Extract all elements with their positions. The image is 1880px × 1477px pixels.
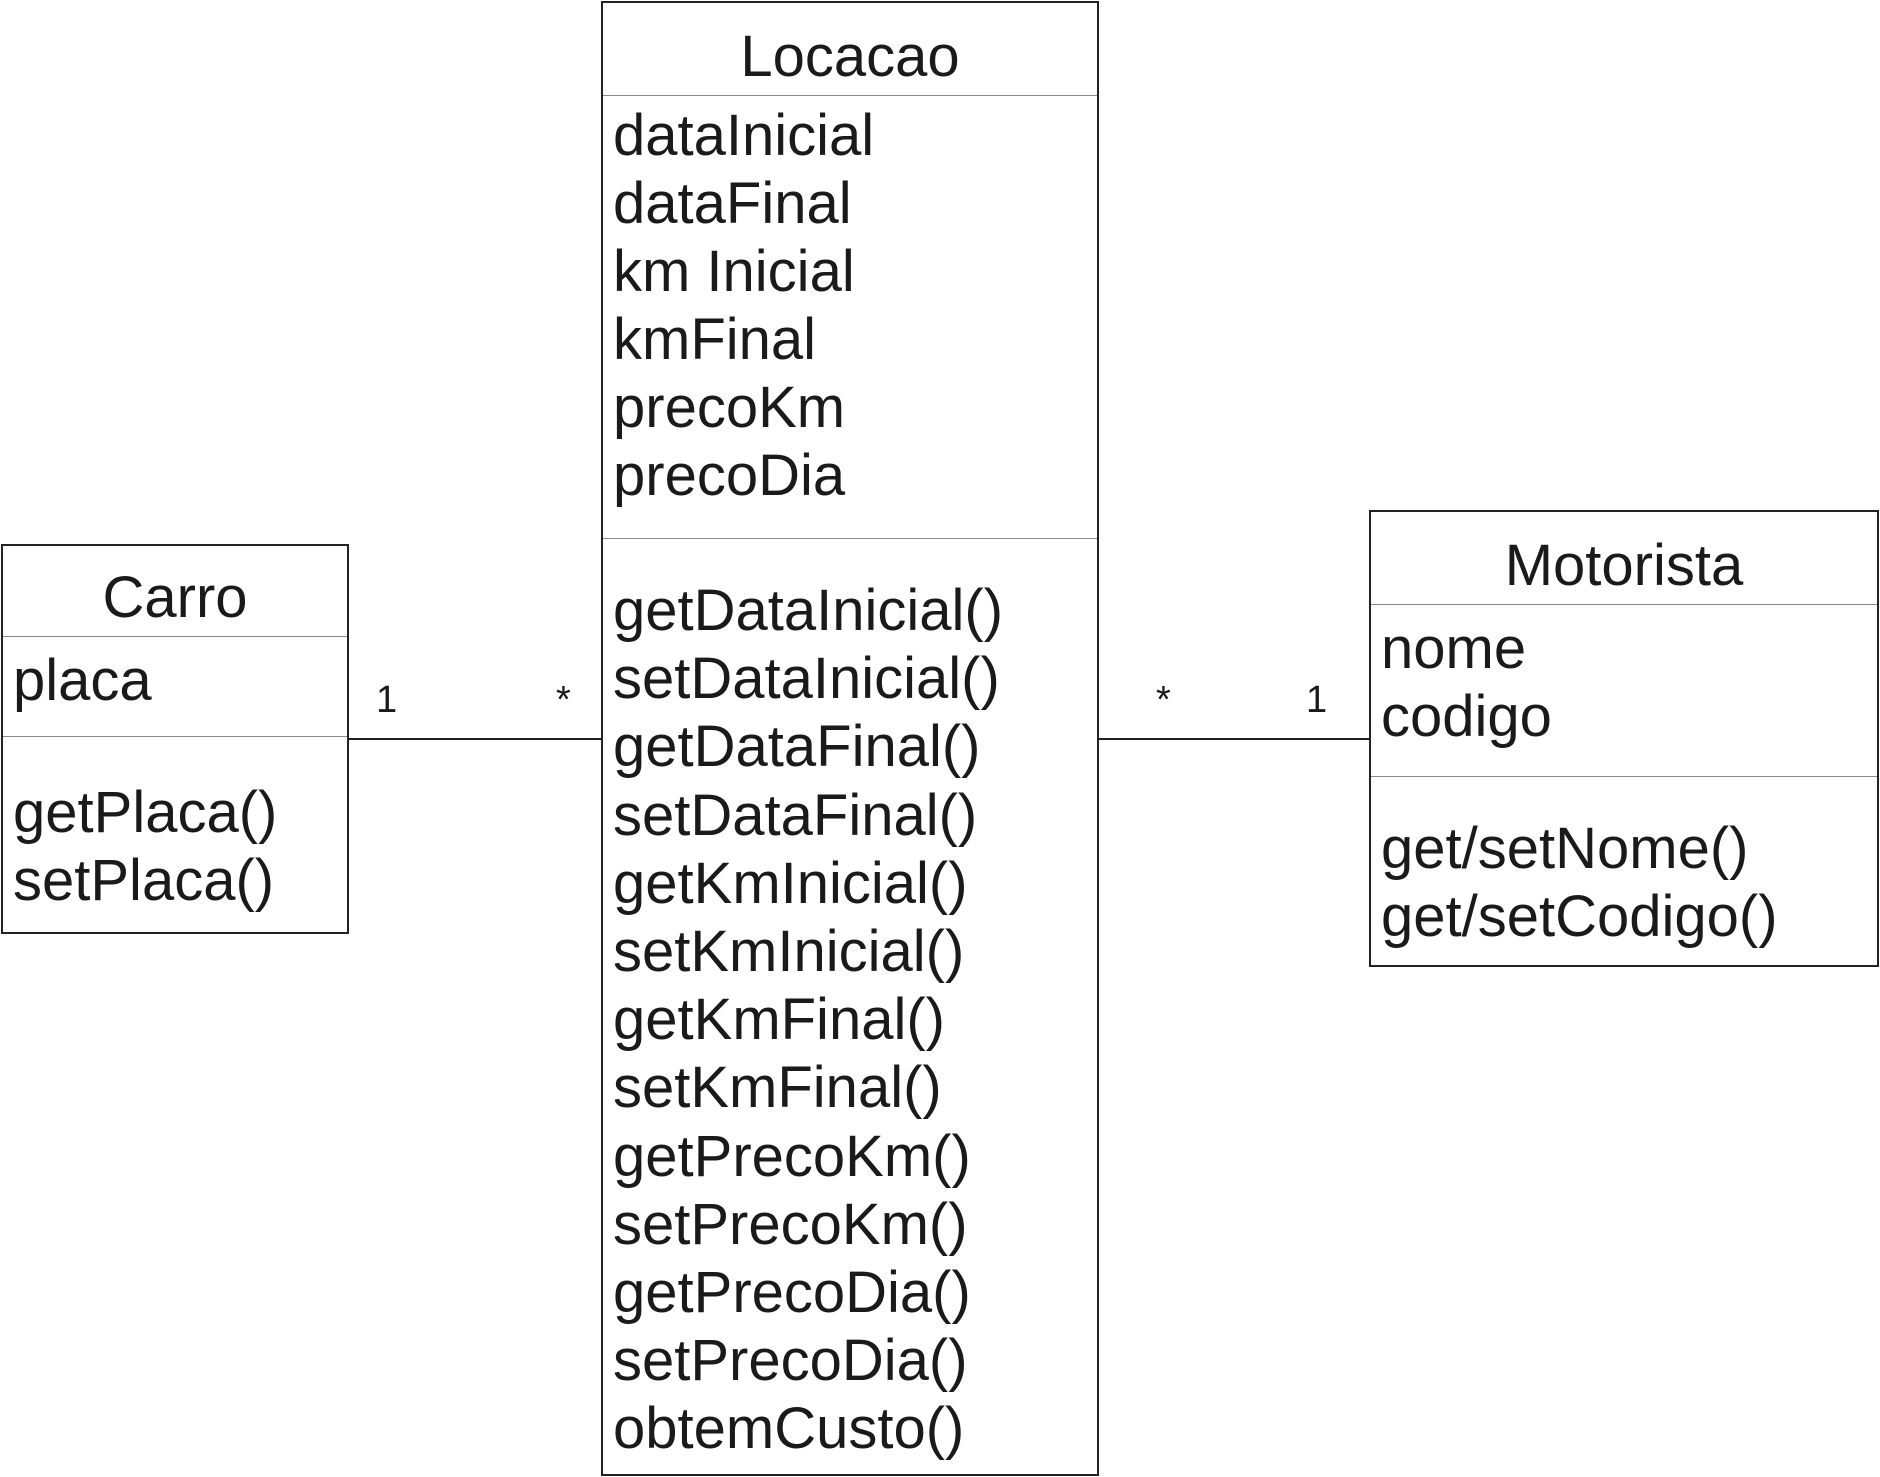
attribute: dataInicial [613,103,875,168]
association-line-locacao-motorista[interactable] [1099,738,1369,740]
operation: getDataInicial() [613,578,1004,643]
attribute: kmFinal [613,307,817,372]
operations-section: getPlaca() setPlaca() [3,737,347,915]
operation: get/setCodigo() [1381,884,1778,949]
attribute: km Inicial [613,239,855,304]
association-line-carro-locacao[interactable] [349,738,601,740]
multiplicity-label: * [556,679,571,721]
attribute: precoDia [613,443,846,508]
operation: getKmFinal() [613,987,945,1053]
multiplicity-label: * [1156,679,1171,721]
operations-section: getDataInicial() setDataInicial() getDat… [603,539,1097,1464]
attribute: codigo [1381,684,1552,749]
operation: get/setNome() [1381,816,1749,881]
class-carro[interactable]: Carro placa getPlaca() setPlaca() [1,544,349,934]
operation: setPlaca() [13,848,275,913]
operation: getKmInicial() [613,850,968,916]
operation: setPrecoKm() [613,1191,968,1257]
attributes-section: dataInicial dataFinal km Inicial kmFinal… [603,96,1097,539]
class-locacao[interactable]: Locacao dataInicial dataFinal km Inicial… [601,1,1099,1476]
attribute: placa [13,648,152,713]
attribute: dataFinal [613,171,852,236]
class-name: Motorista [1371,512,1877,605]
attribute: precoKm [613,375,846,440]
class-motorista[interactable]: Motorista nome codigo get/setNome() get/… [1369,510,1879,967]
attributes-section: placa [3,637,347,737]
operation: setKmInicial() [613,919,965,985]
multiplicity-label: 1 [1306,679,1328,721]
operation: obtemCusto() [613,1396,965,1462]
multiplicity-label: 1 [376,679,398,721]
class-name: Locacao [603,3,1097,96]
operation: getPlaca() [13,780,278,845]
attribute: nome [1381,616,1527,681]
operation: setKmFinal() [613,1055,942,1121]
class-name: Carro [3,546,347,637]
operation: setDataInicial() [613,646,1000,712]
operation: getPrecoKm() [613,1123,971,1189]
operations-section: get/setNome() get/setCodigo() [1371,777,1877,951]
operation: setPrecoDia() [613,1328,968,1394]
operation: getDataFinal() [613,714,981,780]
operation: getPrecoDia() [613,1260,971,1326]
operation: setDataFinal() [613,782,978,848]
attributes-section: nome codigo [1371,605,1877,777]
